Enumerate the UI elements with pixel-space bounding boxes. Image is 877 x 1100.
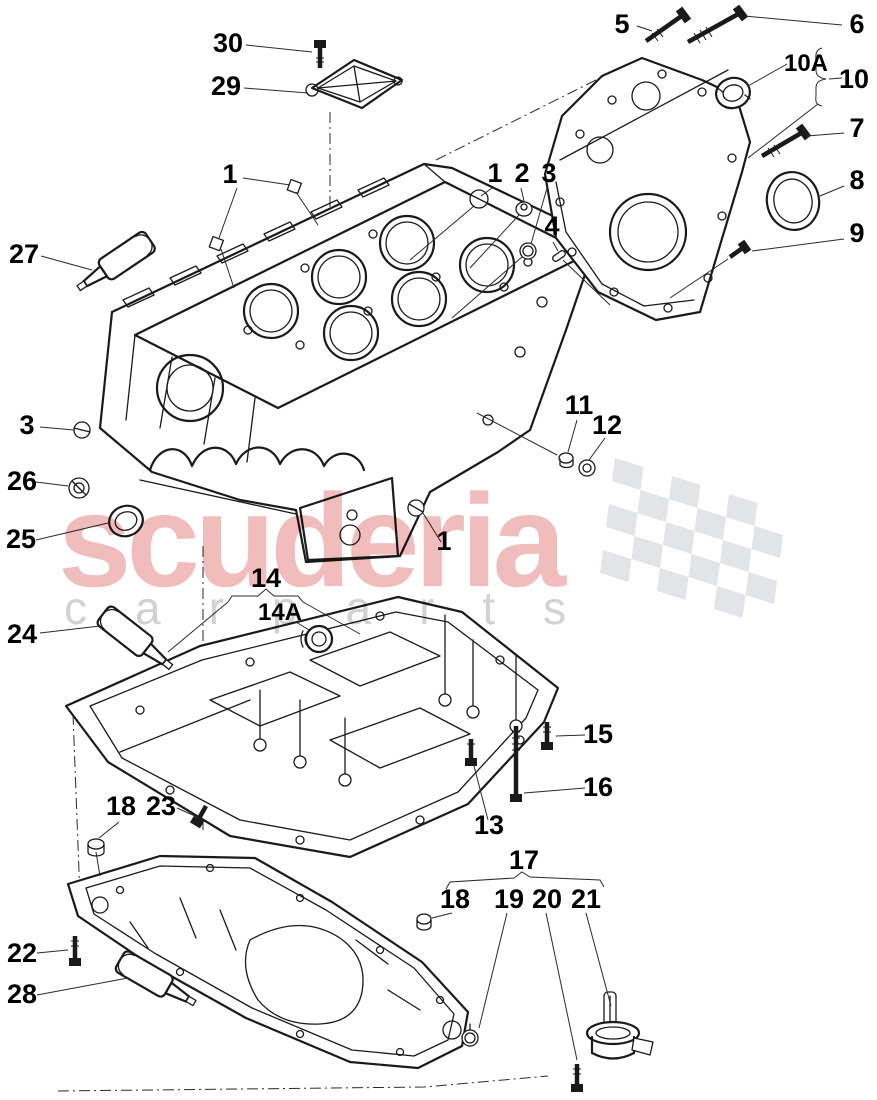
group-10-brace: [815, 47, 827, 107]
callout-16: 16: [583, 772, 613, 802]
bolt-13: [465, 739, 477, 766]
callout-25: 25: [6, 524, 36, 554]
seal-ring-8: [765, 171, 821, 231]
engine-block-drawing: [98, 162, 594, 564]
callout-14: 14: [251, 563, 281, 593]
callout-22: 22: [7, 938, 37, 968]
callout-1-top: 1: [222, 159, 237, 189]
cap-3-left: [73, 421, 91, 439]
callout-21: 21: [571, 884, 601, 914]
dowel-cube-1a: [286, 178, 302, 195]
callout-13: 13: [474, 810, 504, 840]
oil-level-sensor-20: [585, 991, 654, 1060]
watermark: scuderia carparts: [58, 458, 783, 634]
plug-14A: [300, 624, 334, 654]
callout-4: 4: [544, 211, 559, 241]
seal-ring-25: [108, 504, 144, 538]
callout-1-mid: 1: [487, 158, 502, 188]
callout-9: 9: [849, 218, 864, 248]
callout-7: 7: [849, 113, 864, 143]
small-parts: [68, 76, 821, 1060]
plug-12: [578, 459, 596, 477]
pan-studs: [253, 614, 523, 787]
callout-2: 2: [514, 158, 529, 188]
callout-23: 23: [146, 791, 176, 821]
bolt-5: [644, 6, 692, 43]
callout-19: 19: [494, 884, 524, 914]
seal-2: [515, 201, 533, 217]
checkered-flag-graphic: [599, 458, 783, 618]
callout-5: 5: [614, 9, 629, 39]
plug-26: [68, 477, 90, 499]
sealant-tube-24: [96, 605, 174, 670]
timing-cover-drawing: [543, 56, 752, 322]
deck-bolt-holes: [243, 229, 533, 350]
callout-labels: 30 29 27 1 5 6 10A 10 7 8 9 1 2 3 4 3 26…: [6, 9, 869, 1009]
group-17-brace: [445, 871, 605, 890]
bolts: [69, 4, 812, 1092]
callout-29: 29: [211, 71, 241, 101]
bolt-30: [314, 40, 326, 68]
pin-4: [552, 250, 566, 262]
callout-27: 27: [9, 239, 39, 269]
cap-1-bot: [407, 499, 425, 517]
bolt-15: [541, 722, 553, 750]
grommet-18-bot: [416, 913, 432, 931]
deck-slots: [122, 177, 390, 308]
callout-14A: 14A: [258, 599, 302, 626]
callout-1-bot: 1: [436, 526, 451, 556]
callout-8: 8: [849, 165, 864, 195]
callout-10A: 10A: [784, 50, 828, 77]
bolt-23: [189, 804, 208, 829]
callout-30: 30: [213, 28, 243, 58]
bolt-22: [69, 936, 81, 966]
cylinder-bore-walls: [249, 221, 509, 355]
callout-18-left: 18: [106, 791, 136, 821]
upper-oil-pan-drawing: [64, 595, 560, 859]
bolt-7: [760, 123, 812, 158]
callout-20: 20: [532, 884, 562, 914]
sealant-tube-27: [76, 230, 156, 292]
leader-lines: [35, 15, 845, 1061]
callout-17: 17: [509, 845, 539, 875]
callout-3-top: 3: [541, 158, 556, 188]
pan-ribs: [129, 897, 421, 1011]
grommet-11: [558, 452, 574, 469]
callout-12: 12: [592, 410, 622, 440]
seal-10A: [715, 76, 751, 110]
callout-3-left: 3: [19, 410, 34, 440]
dowel-cube-1b: [208, 235, 224, 252]
callout-15: 15: [583, 719, 613, 749]
bolt-9: [728, 239, 752, 259]
callout-26: 26: [7, 466, 37, 496]
grommet-18-left: [87, 838, 105, 857]
lower-pan-bolt-holes: [115, 863, 445, 1057]
callout-18-bot: 18: [440, 884, 470, 914]
bolt-sensor: [571, 1064, 583, 1092]
lower-oil-pan-drawing: [66, 854, 470, 1070]
callout-10: 10: [839, 64, 869, 94]
bolt-16: [510, 726, 522, 802]
bracket-plate-drawing: [305, 58, 404, 110]
callout-24: 24: [7, 619, 37, 649]
callout-11: 11: [565, 390, 594, 420]
cylinder-bores: [242, 214, 516, 362]
group-14-brace: [227, 588, 304, 603]
ring-3-top: [519, 242, 537, 260]
bolt-6: [686, 4, 749, 44]
callout-6: 6: [849, 9, 864, 39]
callout-28: 28: [7, 979, 37, 1009]
drain-plug-19: [461, 1023, 479, 1047]
cover-bolt-holes: [555, 69, 737, 313]
watermark-brand-text: scuderia: [58, 467, 568, 614]
watermark-subbrand-text: carparts: [64, 582, 614, 634]
sealant-tube-28: [114, 950, 197, 1007]
